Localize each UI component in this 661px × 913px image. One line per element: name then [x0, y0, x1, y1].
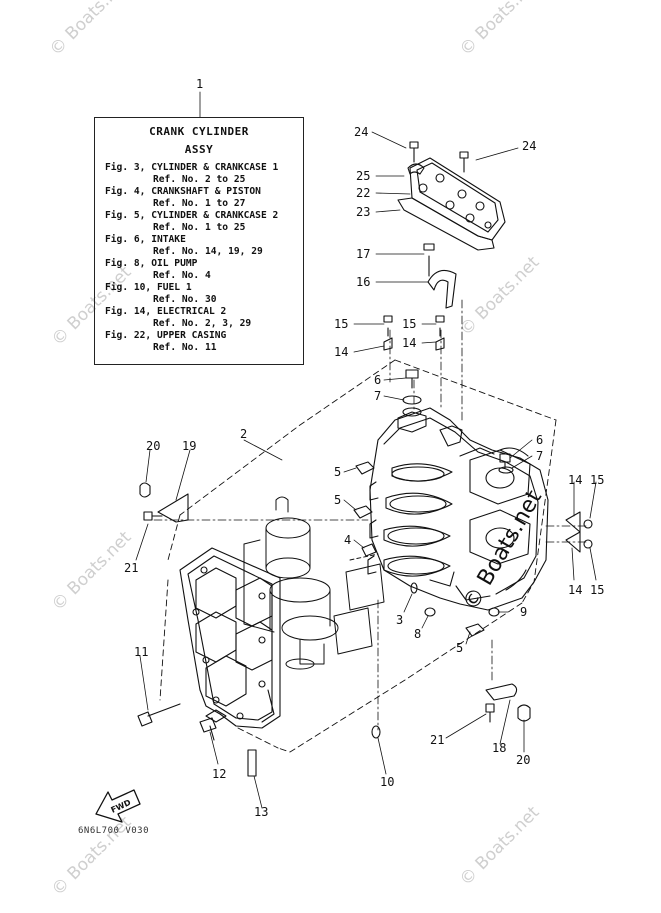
ref-no: Ref. No. 2 to 25 [153, 174, 246, 185]
ref-fig: Fig. 3, CYLINDER & CRANKCASE 1 [105, 162, 279, 173]
callout-10: 10 [380, 775, 395, 789]
ref-no: Ref. No. 1 to 27 [153, 198, 246, 209]
ref-no: Ref. No. 30 [153, 294, 217, 305]
callout-21: 21 [124, 561, 139, 575]
ref-no: Ref. No. 14, 19, 29 [153, 246, 263, 257]
callout-22: 22 [356, 186, 371, 200]
callout-3: 3 [396, 613, 404, 627]
callout-15: 15 [590, 583, 605, 597]
reference-box: CRANK CYLINDER ASSY Fig. 3, CYLINDER & C… [94, 117, 304, 365]
callout-7: 7 [374, 389, 382, 403]
callout-16: 16 [356, 275, 371, 289]
callout-25: 25 [356, 169, 371, 183]
bracket [423, 243, 457, 309]
callout-14: 14 [402, 336, 417, 350]
callout-18: 18 [492, 741, 507, 755]
cylinder-block [367, 407, 549, 611]
ref-fig: Fig. 5, CYLINDER & CRANKCASE 2 [105, 210, 279, 221]
assembly-dashed-outline [159, 359, 557, 753]
ref-fig: Fig. 8, OIL PUMP [105, 258, 198, 269]
callout-5: 5 [334, 465, 342, 479]
callout-1: 1 [196, 77, 204, 91]
ref-fig: Fig. 22, UPPER CASING [105, 330, 227, 341]
callout-11: 11 [134, 645, 149, 659]
callout-24: 24 [522, 139, 537, 153]
callout-8: 8 [414, 627, 422, 641]
callout-9: 9 [520, 605, 528, 619]
ref-fig: Fig. 4, CRANKSHAFT & PISTON [105, 186, 261, 197]
callout-15: 15 [402, 317, 417, 331]
callout-13: 13 [254, 805, 269, 819]
callout-17: 17 [356, 247, 371, 261]
ref-no: Ref. No. 4 [153, 270, 211, 281]
callout-5: 5 [456, 641, 464, 655]
ref-no: Ref. No. 2, 3, 29 [153, 318, 252, 329]
ref-no: Ref. No. 1 to 25 [153, 222, 246, 233]
callout-14: 14 [568, 473, 583, 487]
callout-20: 20 [146, 439, 161, 453]
callout-15: 15 [334, 317, 349, 331]
head-cover [397, 141, 506, 251]
callout-19: 19 [182, 439, 197, 453]
callout-21: 21 [430, 733, 445, 747]
leader-lines [153, 299, 589, 731]
ref-fig: Fig. 14, ELECTRICAL 2 [105, 306, 227, 317]
callout-20: 20 [516, 753, 531, 767]
callout-7: 7 [536, 449, 544, 463]
crankshaft [243, 496, 385, 670]
callout-15: 15 [590, 473, 605, 487]
ref-box-title: CRANK CYLINDER [149, 125, 249, 138]
callout-14: 14 [334, 345, 349, 359]
callout-12: 12 [212, 767, 227, 781]
ref-fig: Fig. 6, INTAKE [105, 234, 186, 245]
ref-no: Ref. No. 11 [153, 342, 217, 353]
crankcase [179, 547, 281, 729]
ref-box-subtitle: ASSY [184, 143, 214, 156]
callout-leaders [135, 91, 597, 809]
ref-fig: Fig. 10, FUEL 1 [105, 282, 192, 293]
callout-6: 6 [536, 433, 544, 447]
callout-4: 4 [344, 533, 352, 547]
callout-23: 23 [356, 205, 371, 219]
diagram-code: 6N6L700 V030 [78, 826, 150, 836]
callout-2: 2 [240, 427, 248, 441]
callout-5: 5 [334, 493, 342, 507]
fwd-arrow-icon [95, 789, 141, 823]
small-parts [137, 315, 593, 777]
callout-6: 6 [374, 373, 382, 387]
callout-24: 24 [354, 125, 369, 139]
callout-14: 14 [568, 583, 583, 597]
